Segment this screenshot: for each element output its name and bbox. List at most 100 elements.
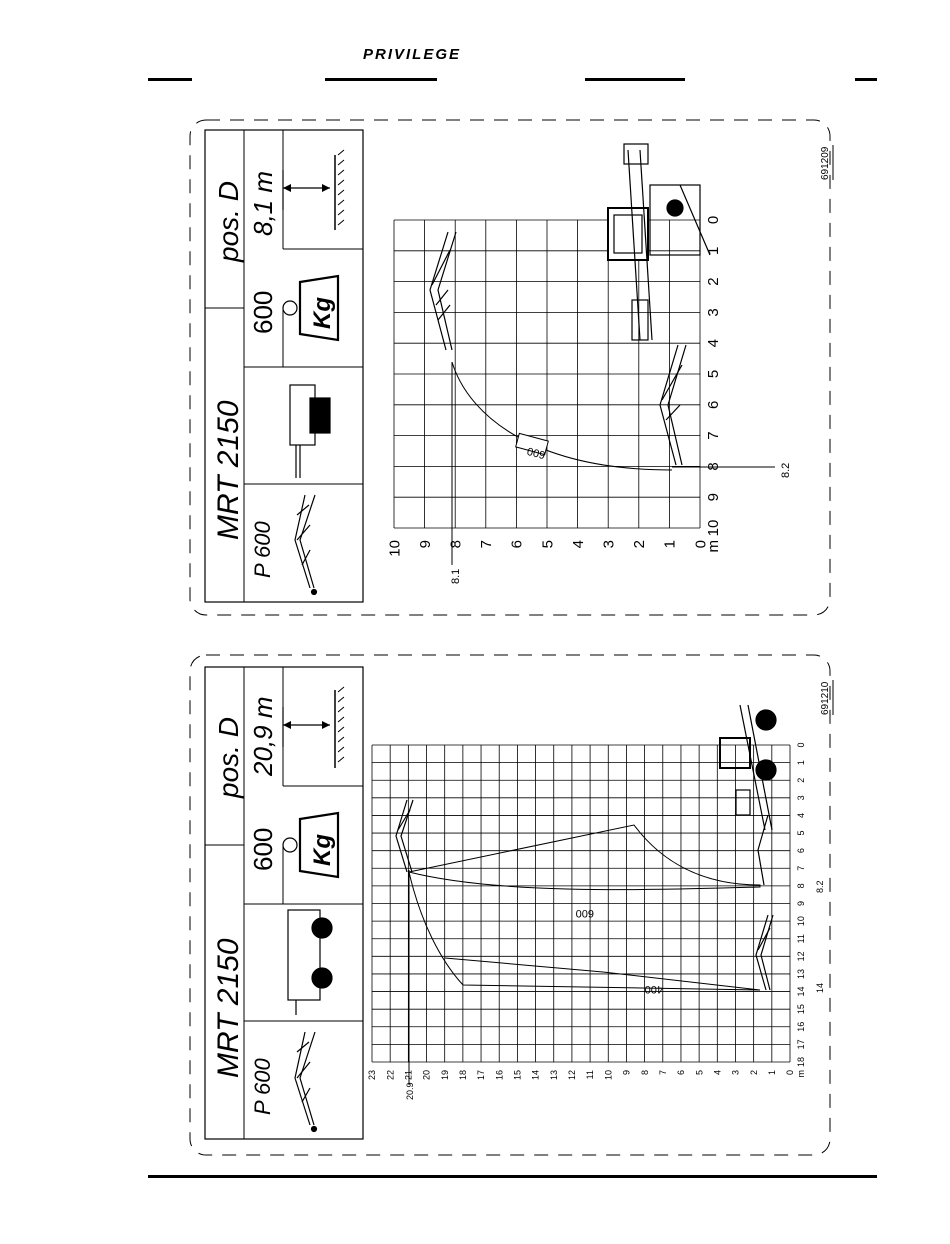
chart2-load-unit: Kg <box>309 834 336 866</box>
x-tick-label: 3 <box>796 795 806 800</box>
y-tick-label: 8 <box>447 540 464 548</box>
y-tick-label: 13 <box>549 1070 559 1080</box>
chart2-grid <box>372 745 790 1062</box>
chart2-load: 600 <box>248 828 278 871</box>
chart1-position: pos. D <box>213 181 244 263</box>
chart2-reach1-mark: 8.2 <box>815 880 825 893</box>
y-tick-label: 9 <box>417 540 434 548</box>
chart1-code: 691209 <box>820 146 831 180</box>
y-tick-label: 12 <box>567 1070 577 1080</box>
telehandler-icon <box>288 910 332 1015</box>
y-tick-label: 5 <box>539 540 556 548</box>
x-tick-label: 17 <box>796 1039 806 1049</box>
y-tick-label: 8 <box>640 1070 650 1075</box>
y-tick-label: 23 <box>367 1070 377 1080</box>
axis-unit: m <box>705 540 722 553</box>
x-tick-label: 8 <box>796 883 806 888</box>
height-measure-icon <box>283 150 344 230</box>
x-tick-label: 12 <box>796 951 806 961</box>
chart2-height: 20,9 m <box>248 697 278 778</box>
chart2-model: MRT 2150 <box>212 938 245 1078</box>
x-tick-label: 2 <box>705 277 722 285</box>
y-tick-label: 15 <box>513 1070 523 1080</box>
chart1-load: 600 <box>248 291 278 334</box>
x-tick-label: 3 <box>705 308 722 316</box>
x-tick-label: 5 <box>796 831 806 836</box>
chart1-model: MRT 2150 <box>212 400 245 540</box>
x-tick-label: 1 <box>796 760 806 765</box>
chart1-height-mark: 8.1 <box>450 569 462 584</box>
chart1-load-unit: Kg <box>309 297 336 329</box>
kg-weight-icon: Kg <box>283 276 338 340</box>
y-tick-label: 17 <box>476 1070 486 1080</box>
x-tick-label: 6 <box>796 848 806 853</box>
chart2-zone-label-400: 400 <box>645 983 663 995</box>
y-tick-label: 5 <box>694 1070 704 1075</box>
x-tick-label: 8 <box>705 462 722 470</box>
chart2-boom-drawing <box>396 705 776 990</box>
y-tick-label: 3 <box>600 540 617 548</box>
chart1-reach-mark: 8.2 <box>780 463 792 478</box>
x-tick-label: 15 <box>796 1004 806 1014</box>
y-tick-label: 22 <box>385 1070 395 1080</box>
y-tick-label: 19 <box>440 1070 450 1080</box>
x-tick-label: 0 <box>705 216 722 224</box>
y-tick-label: 4 <box>570 540 587 548</box>
y-tick-label: 11 <box>585 1070 595 1079</box>
load-chart-2: MRT 2150 P 600 pos. D 20,9 m 600 Kg <box>190 655 833 1155</box>
y-tick-label: 2 <box>749 1070 759 1075</box>
x-tick-label: 10 <box>705 520 722 537</box>
kg-weight-icon: Kg <box>283 813 338 877</box>
x-tick-label: 9 <box>796 901 806 906</box>
y-tick-label: 9 <box>622 1070 632 1075</box>
chart2-position: pos. D <box>213 717 244 799</box>
x-tick-label: 4 <box>705 339 722 347</box>
y-tick-label: 14 <box>531 1070 541 1080</box>
load-chart-1: MRT 2150 P 600 pos. D 8,1 m 600 Kg <box>190 120 833 615</box>
y-tick-label: 20 <box>422 1070 432 1080</box>
y-tick-label: 1 <box>767 1070 777 1075</box>
chart2-frame <box>190 655 830 1155</box>
jib-attachment-icon <box>295 495 317 595</box>
height-measure-icon <box>283 687 344 768</box>
x-tick-label: 16 <box>796 1022 806 1032</box>
chart2-code: 691210 <box>820 681 831 715</box>
x-tick-label: 11 <box>796 934 806 943</box>
y-tick-label: 7 <box>478 540 495 548</box>
y-tick-label: 7 <box>658 1070 668 1075</box>
jib-attachment-icon <box>295 1032 317 1132</box>
chart2-attachment: P 600 <box>250 1058 275 1115</box>
x-tick-label: 13 <box>796 969 806 979</box>
x-tick-label: 9 <box>705 493 722 501</box>
x-tick-label: 0 <box>796 742 806 747</box>
chart1-height: 8,1 m <box>248 171 278 236</box>
y-tick-label: 0 <box>785 1070 795 1075</box>
telehandler-icon <box>290 385 330 478</box>
axis-unit: m <box>796 1070 806 1078</box>
y-tick-label: 4 <box>712 1070 722 1075</box>
x-tick-label: 14 <box>796 987 806 997</box>
x-tick-label: 18 <box>796 1057 806 1067</box>
y-tick-label: 21 <box>403 1070 413 1080</box>
x-tick-label: 7 <box>796 866 806 871</box>
chart1-boom-drawing <box>430 144 710 465</box>
chart2-height-mark: 20.9 <box>405 1082 415 1100</box>
y-tick-label: 6 <box>676 1070 686 1075</box>
x-tick-label: 2 <box>796 778 806 783</box>
y-tick-label: 10 <box>603 1070 613 1080</box>
chart2-reach2-mark: 14 <box>815 983 825 993</box>
y-tick-label: 1 <box>662 540 679 548</box>
y-tick-label: 2 <box>631 540 648 548</box>
chart1-grid <box>394 220 700 528</box>
chart2-zone-600 <box>409 825 760 890</box>
x-tick-label: 5 <box>705 370 722 378</box>
y-tick-label: 18 <box>458 1070 468 1080</box>
chart2-zone-label-600: 600 <box>576 907 594 919</box>
y-tick-label: 10 <box>386 540 403 557</box>
x-tick-label: 10 <box>796 916 806 926</box>
chart1-attachment: P 600 <box>250 521 275 578</box>
x-tick-label: 4 <box>796 813 806 818</box>
y-tick-label: 16 <box>494 1070 504 1080</box>
y-tick-label: 3 <box>731 1070 741 1075</box>
